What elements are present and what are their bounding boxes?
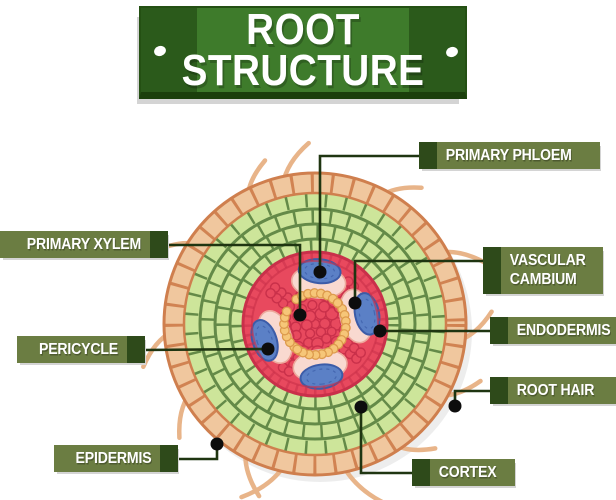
label-connector-edge [483,247,501,294]
leader-line-epidermis [176,444,219,461]
leader-dot-primary-phloem [313,265,327,279]
leader-dot-cortex [354,400,368,414]
leader-dot-endodermis [373,324,387,338]
title-line-1: ROOT [246,5,360,54]
xylem-cell [326,326,337,337]
leader-dot-primary-xylem [293,308,307,322]
banner-side-panel [141,8,197,92]
leader-line-primary-xylem [166,243,302,315]
xylem-cell [318,300,331,313]
leader-dot-epidermis [210,437,224,451]
xylem-cell [265,287,276,299]
label-text: ROOT HAIR [516,382,595,399]
label-connector-edge [412,459,430,486]
label-pericycle: PERICYCLE [17,336,145,363]
pericycle-ring-border [251,260,379,388]
label-epidermis: EPIDERMIS [53,445,178,472]
page-title: ROOT STRUCTURE [160,5,445,95]
phloem-cell-texture [305,368,337,385]
xylem-cell [283,366,295,377]
phloem-cell-texture [255,325,274,356]
label-text: CORTEX [438,464,497,481]
label-connector-edge [150,231,168,258]
label-root-hair: ROOT HAIR [490,377,616,404]
epidermis-cells [164,173,466,475]
label-connector-edge [490,377,508,404]
leader-line-cortex [359,407,414,475]
cortex-ring-border [228,237,402,411]
label-connector-edge [419,142,437,169]
xylem-cell [315,326,327,338]
label-text: VASCULAR CAMBIUM [509,252,586,288]
leader-line-primary-phloem [318,154,419,272]
xylem-cell [307,299,318,311]
cambium-orange-cell [292,344,303,355]
leader-dot-vascular-cambium [348,296,362,310]
leader-dot-root-hair [448,399,462,413]
leader-line-vascular-cambium [353,259,485,303]
leader-dots [210,265,462,451]
label-primary-phloem: PRIMARY PHLOEM [419,142,600,169]
cortex-ring-border [213,222,417,426]
cortex-cells [201,210,429,438]
label-vascular-cambium: VASCULAR CAMBIUM [483,247,603,294]
label-connector-edge [490,317,508,344]
label-text: PERICYCLE [39,341,119,358]
cambium-orange-cell [281,306,292,317]
label-endodermis: ENDODERMIS [490,317,616,344]
cambium-orange-cell [332,297,343,308]
xylem-cell [321,333,332,344]
leader-dot-pericycle [261,342,275,356]
phloem-cell-texture [358,298,376,330]
leader-line-pericycle [142,347,269,352]
label-text: PRIMARY PHLOEM [445,147,572,164]
xylem-cell [355,347,367,359]
phloem-blue-patch [299,363,344,390]
label-cortex: CORTEX [412,459,516,486]
label-primary-xylem: PRIMARY XYLEM [0,231,168,258]
cortex-ring-border [198,207,432,441]
label-connector-edge [160,445,178,472]
pericycle-ring-texture [243,252,387,396]
label-connector-edge [127,336,145,363]
phloem-patch-group [292,339,348,390]
label-text: EPIDERMIS [75,450,152,467]
xylem-cell [304,328,316,339]
label-text: ENDODERMIS [516,322,611,339]
cortex-cells [231,240,399,408]
title-line-2: STRUCTURE [181,46,425,95]
label-text: PRIMARY XYLEM [26,236,142,253]
title-banner: ROOT STRUCTURE [139,6,467,99]
